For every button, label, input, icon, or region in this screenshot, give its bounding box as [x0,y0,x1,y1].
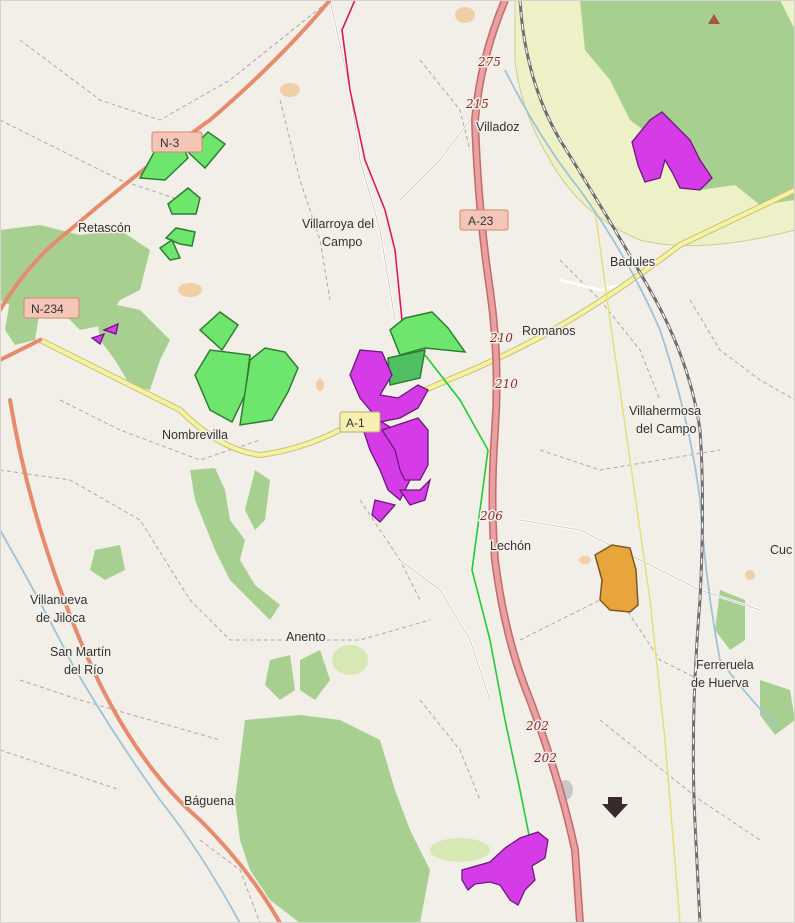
place-label: Ferreruela [696,658,754,672]
km-marker: 210 [489,331,513,345]
svg-text:N-3: N-3 [160,136,180,150]
km-marker: 202 [533,751,557,765]
place-label: Retascón [78,221,131,235]
place-label: Badules [610,255,655,269]
minor-roads-outline [329,0,761,701]
landuse-patches [178,7,755,580]
magenta-zones [90,111,713,906]
railway [518,0,704,923]
grass-patches [332,645,573,862]
place-label: Báguena [184,794,234,808]
shield-a23: A-23 [459,209,509,231]
place-label: Villanueva [30,593,88,607]
place-label: Nombrevilla [162,428,228,442]
place-label: del Río [64,663,104,677]
power-line-red [341,0,404,331]
km-marker: 210 [494,377,518,391]
orange-zone [594,544,639,613]
tertiary-road [594,209,681,923]
place-label: Romanos [522,324,576,338]
shield-n234: N-234 [23,297,80,319]
km-marker: 206 [479,509,503,523]
place-label: de Huerva [691,676,749,690]
peak-icon [708,14,720,24]
place-label: Anento [286,630,326,644]
place-label: Villadoz [476,120,520,134]
svg-text:N-234: N-234 [31,302,64,316]
rivers [0,69,781,923]
svg-text:A-23: A-23 [468,214,494,228]
place-label: Cuc [770,543,792,557]
place-label: Lechón [490,539,531,553]
km-marker: 275 [477,55,501,69]
map-pin-icon[interactable] [602,797,628,818]
place-label: Villarroya del [302,217,374,231]
power-line-green [424,354,531,841]
place-label: Campo [322,235,362,249]
place-label: del Campo [636,422,696,436]
place-label: de Jiloca [36,611,85,625]
motorway-a23 [472,0,583,923]
place-label: Villahermosa [629,404,701,418]
place-label: San Martín [50,645,111,659]
km-marker: 215 [465,97,489,111]
svg-text:A-1: A-1 [346,416,365,430]
km-marker: 202 [525,719,549,733]
shield-n-top: N-3 [151,131,203,153]
shield-a1: A-1 [339,411,381,433]
